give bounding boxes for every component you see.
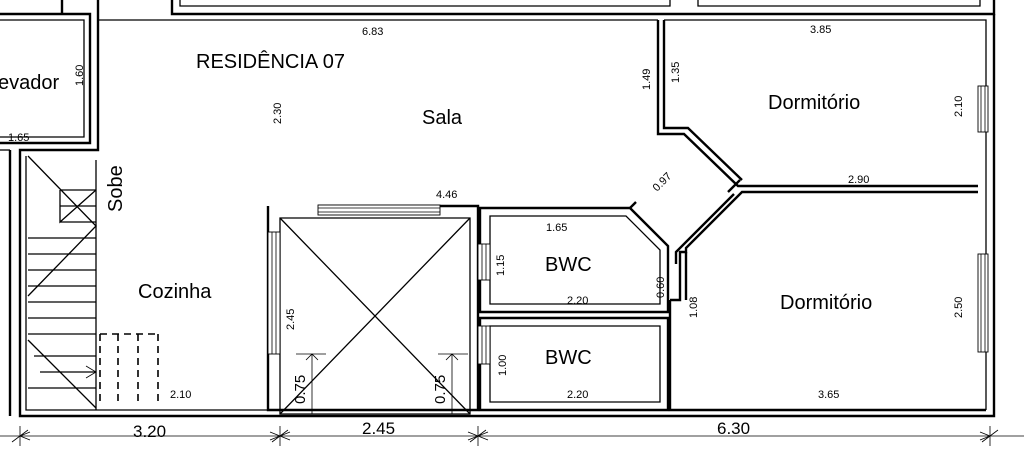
top-edge-walls (60, 0, 996, 16)
stairs-label: Sobe (105, 165, 127, 212)
elevator-shaft (0, 12, 92, 145)
dim-dormitorio-2-right: 2.50 (953, 297, 965, 318)
dim-height-right: 0.75 (432, 375, 449, 404)
dim-elevator-width: 1.65 (8, 132, 29, 144)
dim-bwc-1-height: 1.15 (495, 255, 507, 276)
room-label-bwc-2: BWC (545, 347, 592, 369)
right-walls (668, 252, 986, 412)
outer-walls (0, 14, 996, 418)
dim-dormitorio-1-right: 2.10 (953, 96, 965, 117)
dim-cozinha-bottom: 2.10 (170, 389, 191, 401)
dim-bwc-1-right: 0.60 (655, 277, 667, 298)
dim-top-sala: 6.83 (362, 26, 383, 38)
dim-bwc-2-bottom: 2.20 (567, 389, 588, 401)
dim-top-dormitorio: 3.85 (810, 24, 831, 36)
dim-bwc-1-bottom: 2.20 (567, 295, 588, 307)
dim-height-left: 0.75 (292, 375, 309, 404)
room-label-sala: Sala (422, 107, 463, 129)
room-label-dormitorio-2: Dormitório (780, 292, 872, 314)
dim-bottom-right: 6.30 (717, 419, 750, 438)
room-label-bwc-1: BWC (545, 254, 592, 276)
staircase (27, 155, 160, 410)
dim-sala-height: 2.30 (272, 103, 284, 124)
bathroom-walls (478, 201, 670, 412)
dim-dormitorio-2-bottom: 3.65 (818, 389, 839, 401)
dim-sala-right: 1.49 (641, 69, 653, 90)
height-marks (296, 353, 468, 414)
dim-bottom-shaft: 2.45 (362, 419, 395, 438)
dim-dormitorio-1-bottom: 2.90 (848, 174, 869, 186)
room-label-cozinha: Cozinha (138, 281, 212, 303)
hallway-walls (656, 20, 978, 302)
dim-elevator-height: 1.60 (74, 65, 86, 86)
dim-shaft-left: 2.45 (285, 309, 297, 330)
dim-bwc-1-top: 1.65 (546, 222, 567, 234)
dim-bwc-2-height: 1.00 (497, 355, 509, 376)
room-label-elevador: evador (0, 72, 59, 94)
bottom-dimension-line (0, 426, 1024, 446)
dim-dormitorio-1-left: 1.35 (670, 62, 682, 83)
dim-dormitorio-2-left: 1.08 (688, 297, 700, 318)
room-label-dormitorio-1: Dormitório (768, 92, 860, 114)
residence-title: RESIDÊNCIA 07 (196, 50, 345, 73)
dim-hallway-diagonal: 0.97 (651, 170, 675, 194)
dim-shaft-top: 4.46 (436, 189, 457, 201)
windows (267, 85, 989, 365)
dim-bottom-cozinha: 3.20 (133, 422, 166, 441)
